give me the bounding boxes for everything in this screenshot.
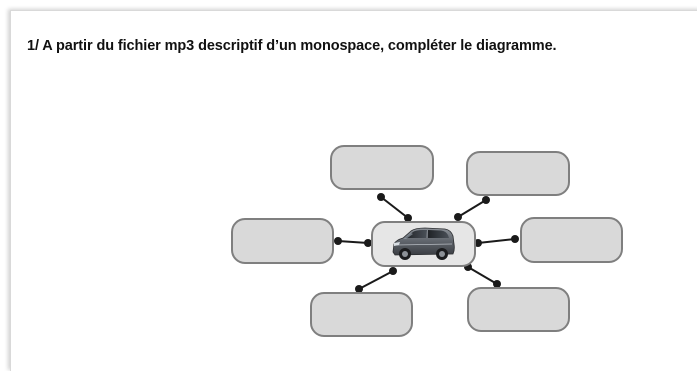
answer-box-top-left[interactable]	[330, 145, 434, 190]
exercise-instruction: 1/ A partir du fichier mp3 descriptif d’…	[27, 38, 557, 54]
answer-box-left[interactable]	[231, 218, 334, 264]
minivan-car-image	[392, 227, 455, 260]
spider-diagram	[231, 145, 623, 337]
connector-top-right	[454, 196, 490, 221]
connector-bottom-right	[464, 263, 501, 288]
answer-box-bottom-left[interactable]	[310, 292, 413, 337]
answer-box-top-right[interactable]	[466, 151, 570, 196]
connector-left	[334, 237, 372, 247]
answer-box-bottom-right[interactable]	[467, 287, 570, 332]
connector-right	[474, 235, 519, 247]
connector-bottom-left	[355, 267, 397, 293]
answer-box-right[interactable]	[520, 217, 623, 263]
connector-top-left	[377, 193, 412, 222]
